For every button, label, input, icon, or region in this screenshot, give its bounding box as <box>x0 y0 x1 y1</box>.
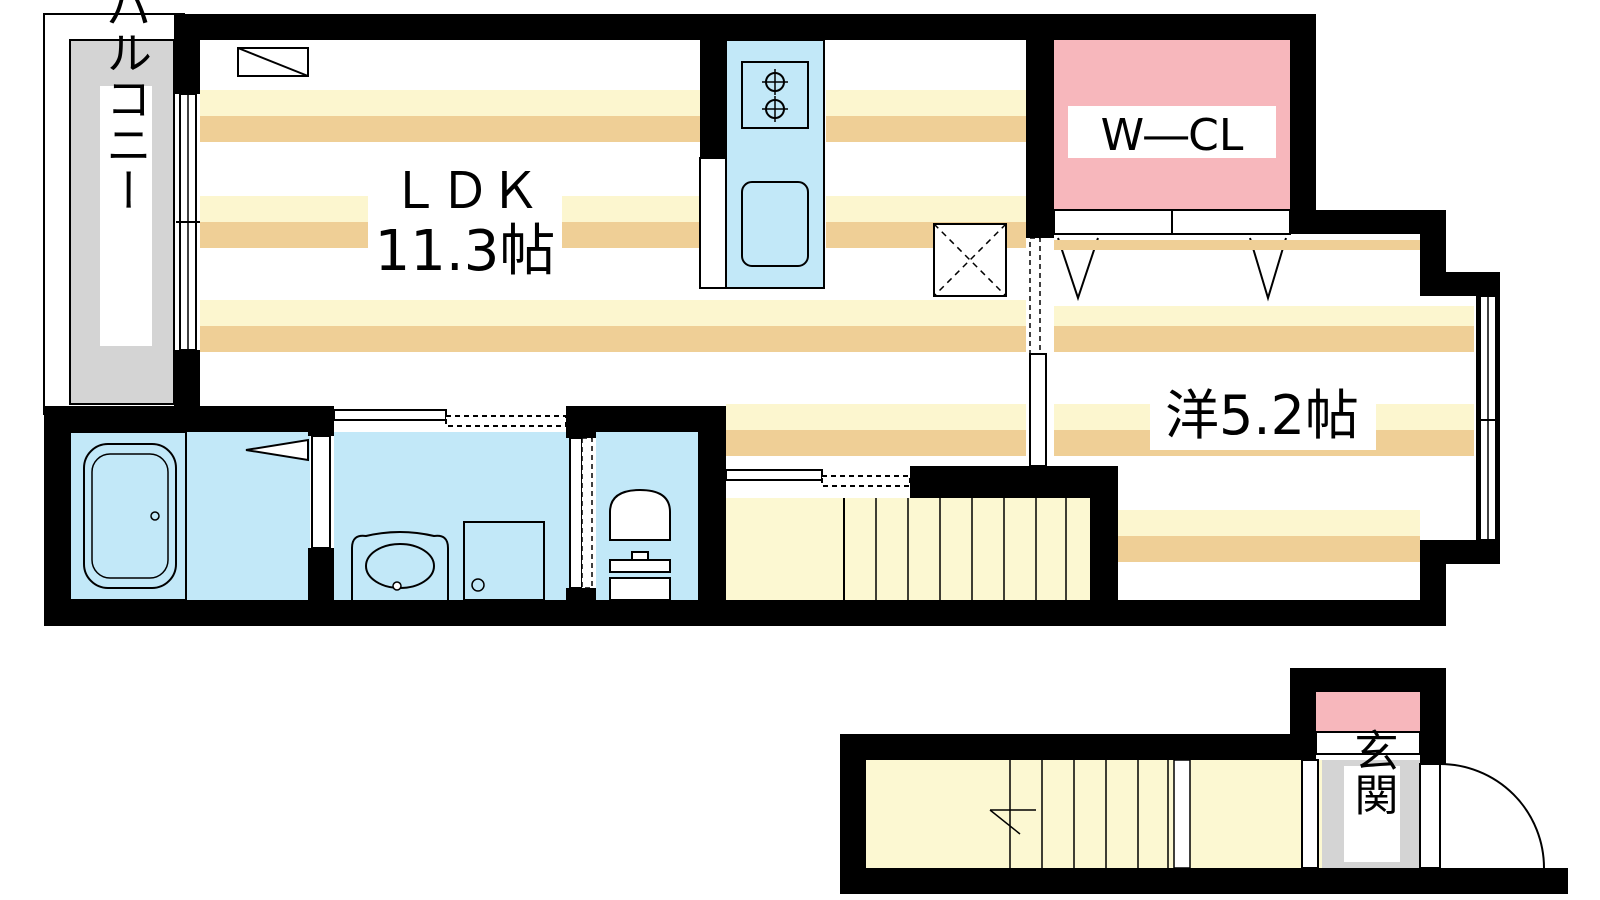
ldk-room-size: 11.3帖 <box>375 219 556 284</box>
lower-walls <box>840 668 1568 894</box>
balcony-label: バルコニー <box>99 0 153 213</box>
doors-and-windows <box>176 93 1500 589</box>
kitchen-sink-icon <box>741 181 809 267</box>
ldk-floor <box>200 47 1026 456</box>
western-room-label: 洋5.2帖 <box>1165 384 1359 447</box>
bathtub-icon <box>83 443 177 589</box>
balcony <box>43 13 185 415</box>
washing-machine-icon <box>463 521 545 601</box>
toilet-room <box>596 432 698 601</box>
stove-burner-icon <box>762 69 788 122</box>
wash-basin-icon <box>351 531 449 600</box>
bathroom <box>69 431 310 601</box>
washroom <box>334 432 570 601</box>
entrance-door-swing <box>1439 763 1545 869</box>
entrance-label: 玄関 <box>1347 728 1398 816</box>
walk-in-closet <box>1053 40 1291 302</box>
walls <box>44 14 1500 626</box>
walk-in-closet-label: W―CL <box>1101 110 1244 161</box>
stair-hall-upper <box>726 498 1090 600</box>
kitchen-counter <box>699 39 825 289</box>
storage-box-icon <box>933 223 1007 297</box>
toilet-icon <box>609 488 671 541</box>
ldk-room-name: ＬＤＫ <box>390 162 540 220</box>
